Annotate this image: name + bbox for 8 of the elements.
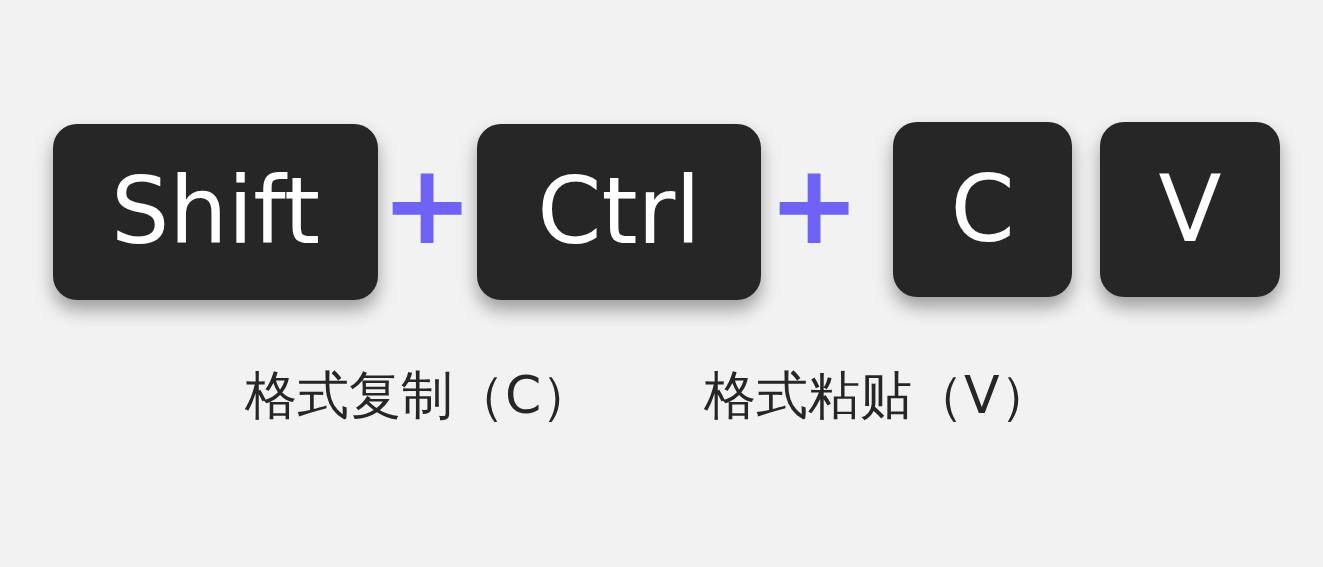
caption-text: 格式粘贴（V） [704,369,1052,421]
plus-sign: + [381,150,474,260]
keyboard-key: V [1100,122,1280,297]
plus-sign: + [768,150,861,260]
keyboard-key: Ctrl [477,124,761,300]
keyboard-key: Shift [53,124,378,300]
caption-text: 格式复制（C） [245,369,594,421]
keyboard-key: C [893,122,1072,297]
